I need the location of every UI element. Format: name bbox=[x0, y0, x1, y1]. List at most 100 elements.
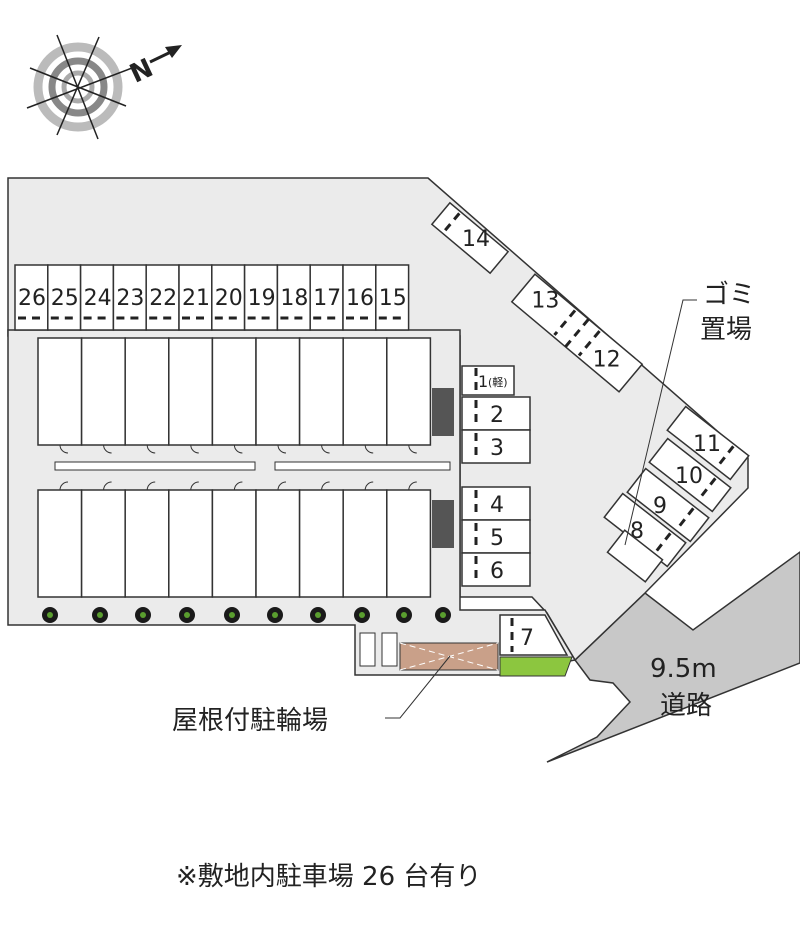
building-unit bbox=[386, 489, 432, 598]
building-unit bbox=[255, 337, 301, 446]
door-icon bbox=[103, 444, 112, 454]
door-icon bbox=[408, 481, 417, 491]
road-label: 道路 bbox=[660, 691, 712, 721]
buildings bbox=[37, 337, 432, 598]
svg-text:6: 6 bbox=[490, 559, 504, 584]
svg-text:15: 15 bbox=[379, 286, 407, 311]
stairs-icon bbox=[432, 500, 454, 548]
svg-text:17: 17 bbox=[313, 286, 341, 311]
north-label: N bbox=[125, 53, 157, 89]
walkway bbox=[54, 461, 256, 471]
tree-icon bbox=[42, 607, 58, 623]
building-unit bbox=[168, 337, 214, 446]
door-icon bbox=[364, 481, 374, 491]
compass-icon: N bbox=[26, 34, 182, 140]
tree-icon bbox=[435, 607, 451, 623]
building-unit bbox=[80, 337, 126, 446]
building-unit bbox=[124, 337, 170, 446]
parking-spot-1: 1 (軽) bbox=[461, 365, 515, 396]
parking-spot-14: 14 bbox=[430, 201, 510, 275]
tree-icon bbox=[267, 607, 283, 623]
building-unit bbox=[37, 337, 83, 446]
garbage-area bbox=[606, 529, 664, 583]
parking-spots-13-12: 13 12 bbox=[510, 273, 644, 393]
parking-column: 2 3 4 5 6 bbox=[461, 396, 531, 587]
parking-spot: 5 bbox=[461, 519, 531, 554]
parking-spot: 26 bbox=[14, 264, 49, 331]
parking-spot: 16 bbox=[342, 264, 377, 331]
svg-text:9: 9 bbox=[653, 494, 667, 519]
building-unit bbox=[342, 489, 388, 598]
parking-spot: 10 bbox=[648, 437, 732, 513]
parking-spot: 17 bbox=[309, 264, 344, 331]
svg-text:23: 23 bbox=[116, 286, 144, 311]
svg-text:4: 4 bbox=[490, 493, 504, 518]
svg-text:3: 3 bbox=[490, 436, 504, 461]
tree-icon bbox=[354, 607, 370, 623]
door-icon bbox=[103, 481, 112, 491]
parking-spot: 24 bbox=[79, 264, 115, 331]
tree-icon bbox=[224, 607, 240, 623]
svg-text:14: 14 bbox=[462, 227, 490, 252]
building-unit bbox=[37, 489, 83, 598]
svg-text:19: 19 bbox=[248, 286, 276, 311]
parking-spot-7: 7 bbox=[499, 614, 569, 656]
svg-text:1: 1 bbox=[478, 372, 488, 391]
building-unit bbox=[211, 337, 257, 446]
building-unit bbox=[124, 489, 170, 598]
svg-text:25: 25 bbox=[51, 286, 79, 311]
stairs-icon bbox=[432, 388, 454, 436]
door-icon bbox=[146, 481, 156, 491]
svg-text:16: 16 bbox=[346, 286, 374, 311]
svg-text:11: 11 bbox=[693, 432, 721, 457]
building-unit bbox=[342, 337, 388, 446]
parking-spot: 19 bbox=[243, 264, 279, 331]
door-icon bbox=[233, 444, 243, 454]
green-hedge bbox=[499, 656, 573, 677]
door-icon bbox=[190, 444, 199, 454]
parking-spot: 21 bbox=[178, 264, 213, 331]
tree-icon bbox=[396, 607, 412, 623]
parking-spot: 4 bbox=[461, 486, 531, 521]
parking-spot: 20 bbox=[211, 264, 246, 331]
svg-text:20: 20 bbox=[215, 286, 243, 311]
parking-spot: 25 bbox=[47, 264, 82, 331]
parking-spot: 6 bbox=[461, 552, 531, 587]
door-icon bbox=[59, 444, 69, 454]
building-unit bbox=[168, 489, 214, 598]
svg-text:21: 21 bbox=[182, 286, 210, 311]
svg-text:10: 10 bbox=[675, 464, 703, 489]
building-unit bbox=[386, 337, 432, 446]
tree-icon bbox=[135, 607, 151, 623]
footnote: ※敷地内駐車場 26 台有り bbox=[176, 862, 481, 892]
svg-text:5: 5 bbox=[490, 526, 504, 551]
building-unit bbox=[298, 489, 344, 598]
parking-spot: 2 bbox=[461, 396, 531, 431]
door-icon bbox=[59, 481, 69, 491]
garbage-leader bbox=[624, 299, 697, 546]
parking-spot: 11 bbox=[666, 405, 750, 481]
building-unit bbox=[211, 489, 257, 598]
svg-text:(軽): (軽) bbox=[488, 376, 508, 389]
bicycle-parking-label: 屋根付駐輪場 bbox=[172, 706, 328, 736]
parking-spot: 3 bbox=[461, 429, 531, 464]
svg-text:24: 24 bbox=[84, 286, 112, 311]
svg-text:12: 12 bbox=[593, 348, 621, 373]
svg-text:18: 18 bbox=[280, 286, 308, 311]
door-icon bbox=[321, 444, 330, 454]
parking-spot: 23 bbox=[112, 264, 147, 331]
door-icon bbox=[364, 444, 374, 454]
walkway bbox=[274, 461, 451, 471]
parking-spot: 9 bbox=[626, 467, 710, 543]
road bbox=[546, 551, 800, 763]
door-icon bbox=[233, 481, 243, 491]
svg-text:13: 13 bbox=[531, 288, 559, 313]
building-unit bbox=[298, 337, 344, 446]
parking-spot: 22 bbox=[145, 264, 180, 331]
bicycle-leader bbox=[385, 655, 451, 719]
door-icon bbox=[277, 444, 287, 454]
trees bbox=[42, 607, 451, 623]
tree-icon bbox=[179, 607, 195, 623]
